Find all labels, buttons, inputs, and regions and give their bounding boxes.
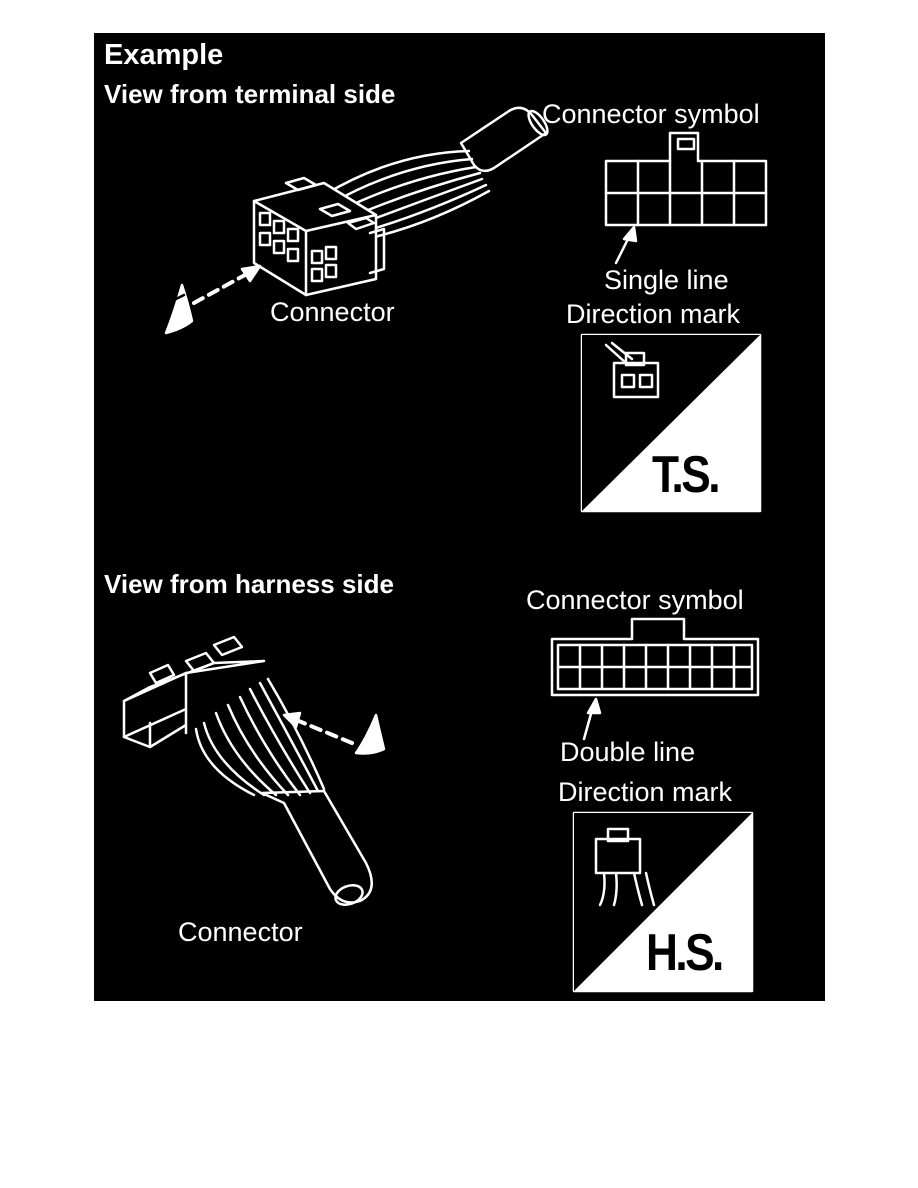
terminal-symbol-label: Connector symbol [542, 99, 760, 129]
harness-side-mark-text: H.S. [646, 924, 724, 982]
harness-connector-drawing [122, 635, 373, 906]
harness-view-eye-icon [354, 713, 386, 755]
terminal-view-eye-icon [164, 283, 194, 335]
connector-diagram [122, 106, 768, 993]
double-line-label: Double line [560, 737, 696, 767]
terminal-connector-label: Connector [270, 297, 395, 327]
terminal-view-arrow [192, 268, 256, 305]
harness-side-mark [572, 811, 754, 993]
single-line-label: Single line [604, 265, 729, 295]
example-panel: Example View from terminal side Connecto… [94, 33, 825, 1001]
terminal-section-title: View from terminal side [104, 79, 396, 109]
harness-view-arrow [292, 717, 354, 745]
terminal-view-arrowhead [240, 264, 262, 283]
harness-section-title: View from harness side [104, 569, 394, 599]
harness-connector-label: Connector [178, 917, 303, 947]
terminal-direction-mark-label: Direction mark [566, 299, 741, 329]
terminal-side-mark [580, 333, 762, 513]
harness-view-arrowhead [282, 711, 302, 729]
terminal-connector-drawing [252, 106, 549, 297]
terminal-side-mark-text: T.S. [652, 446, 720, 504]
terminal-connector-symbol [604, 131, 768, 227]
harness-direction-mark-label: Direction mark [558, 777, 733, 807]
harness-symbol-label: Connector symbol [526, 585, 744, 615]
harness-connector-symbol [550, 617, 760, 697]
example-heading: Example [104, 39, 224, 71]
